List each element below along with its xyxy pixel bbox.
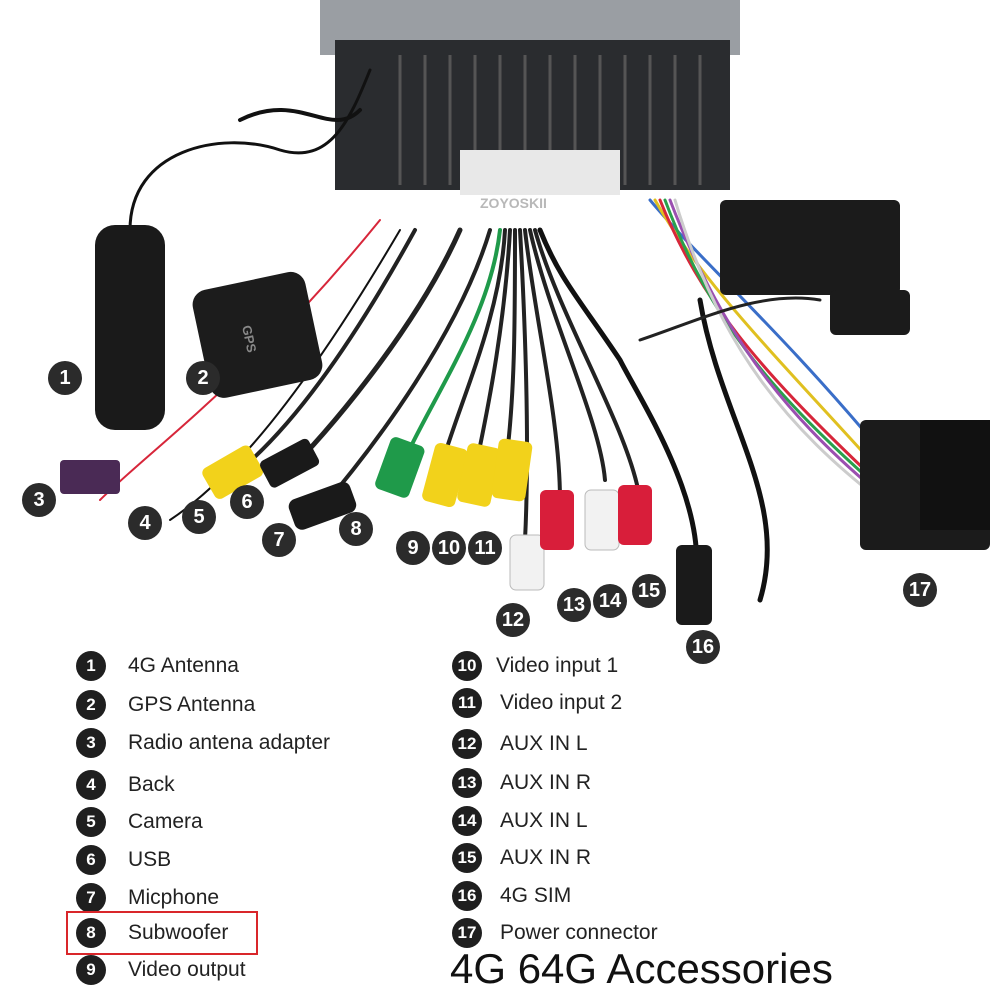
callout-10: 10 — [432, 531, 466, 565]
legend-number: 10 — [452, 651, 482, 681]
watermark-text: ZOYOSKII — [480, 195, 547, 211]
legend-number: 5 — [76, 807, 106, 837]
callout-4: 4 — [128, 506, 162, 540]
legend-label: AUX IN R — [500, 846, 592, 869]
legend-item-8: 8 Subwoofer — [76, 916, 228, 950]
gps-antenna-image: GPS — [192, 271, 323, 398]
legend-label: Camera — [128, 810, 203, 833]
legend-number: 2 — [76, 690, 106, 720]
legend-number: 11 — [452, 688, 482, 718]
rca-plugs-image — [375, 437, 652, 591]
legend-item-4: 4 Back — [76, 768, 175, 802]
sim-adapter-image — [676, 545, 712, 625]
legend-label: GPS Antenna — [128, 693, 256, 716]
legend-item-16: 16 4G SIM — [452, 879, 571, 913]
callout-15: 15 — [632, 574, 666, 608]
legend-label: Video input 1 — [496, 654, 619, 677]
callout-12: 12 — [496, 603, 530, 637]
head-unit-image: ZOYOSKII — [320, 0, 740, 211]
legend-item-10: 10 Video input 1 — [452, 649, 618, 683]
legend-label: AUX IN R — [500, 771, 592, 794]
camera-plug-image — [202, 445, 264, 499]
callout-3: 3 — [22, 483, 56, 517]
power-connector-image — [720, 200, 990, 550]
legend-number: 4 — [76, 770, 106, 800]
legend-label: AUX IN L — [500, 732, 588, 755]
legend-item-14: 14 AUX IN L — [452, 804, 588, 838]
legend-label: Subwoofer — [128, 921, 229, 944]
legend-label: 4G Antenna — [128, 654, 239, 677]
callout-9: 9 — [396, 531, 430, 565]
legend-label: 4G SIM — [500, 884, 572, 907]
legend-number: 13 — [452, 768, 482, 798]
legend-number: 6 — [76, 845, 106, 875]
callout-17: 17 — [903, 573, 937, 607]
callout-11: 11 — [468, 531, 502, 565]
legend-item-12: 12 AUX IN L — [452, 727, 588, 761]
legend-number: 14 — [452, 806, 482, 836]
legend-label: AUX IN L — [500, 809, 588, 832]
callout-1: 1 — [48, 361, 82, 395]
legend-item-7: 7 Micphone — [76, 881, 219, 915]
legend-label: Micphone — [128, 886, 220, 909]
legend-label: Video output — [128, 958, 246, 981]
legend-label: Video input 2 — [500, 691, 623, 714]
callout-13: 13 — [557, 588, 591, 622]
accessories-title: 4G 64G Accessories — [450, 945, 833, 992]
legend-label: Power connector — [500, 921, 658, 944]
legend-item-9: 9 Video output — [76, 953, 246, 987]
legend-item-13: 13 AUX IN R — [452, 766, 591, 800]
legend-label: Back — [128, 773, 175, 796]
legend-label: USB — [128, 848, 172, 871]
callout-2: 2 — [186, 361, 220, 395]
legend-label: Radio antena adapter — [128, 731, 330, 754]
legend-number: 17 — [452, 918, 482, 948]
legend-item-5: 5 Camera — [76, 805, 203, 839]
legend-number: 9 — [76, 955, 106, 985]
subwoofer-highlight-box — [66, 911, 258, 955]
callout-14: 14 — [593, 584, 627, 618]
legend-number: 16 — [452, 881, 482, 911]
callout-6: 6 — [230, 485, 264, 519]
legend-item-3: 3 Radio antena adapter — [76, 726, 330, 760]
legend-item-2: 2 GPS Antenna — [76, 688, 255, 722]
legend-item-1: 1 4G Antenna — [76, 649, 239, 683]
callout-5: 5 — [182, 500, 216, 534]
usb-plug-image — [259, 438, 320, 488]
4g-antenna-image — [95, 225, 165, 430]
legend-number: 8 — [76, 918, 106, 948]
legend-number: 1 — [76, 651, 106, 681]
legend-item-17: 17 Power connector — [452, 916, 658, 950]
legend-number: 3 — [76, 728, 106, 758]
legend-number: 12 — [452, 729, 482, 759]
legend-number: 15 — [452, 843, 482, 873]
legend-number: 7 — [76, 883, 106, 913]
legend-item-15: 15 AUX IN R — [452, 841, 591, 875]
legend-item-11: 11 Video input 2 — [452, 686, 622, 720]
callout-8: 8 — [339, 512, 373, 546]
callout-16: 16 — [686, 630, 720, 664]
mic-plug-image — [288, 481, 357, 530]
svg-text:GPS: GPS — [239, 324, 259, 354]
callout-7: 7 — [262, 523, 296, 557]
radio-adapter-image — [60, 460, 120, 494]
legend-item-6: 6 USB — [76, 843, 171, 877]
